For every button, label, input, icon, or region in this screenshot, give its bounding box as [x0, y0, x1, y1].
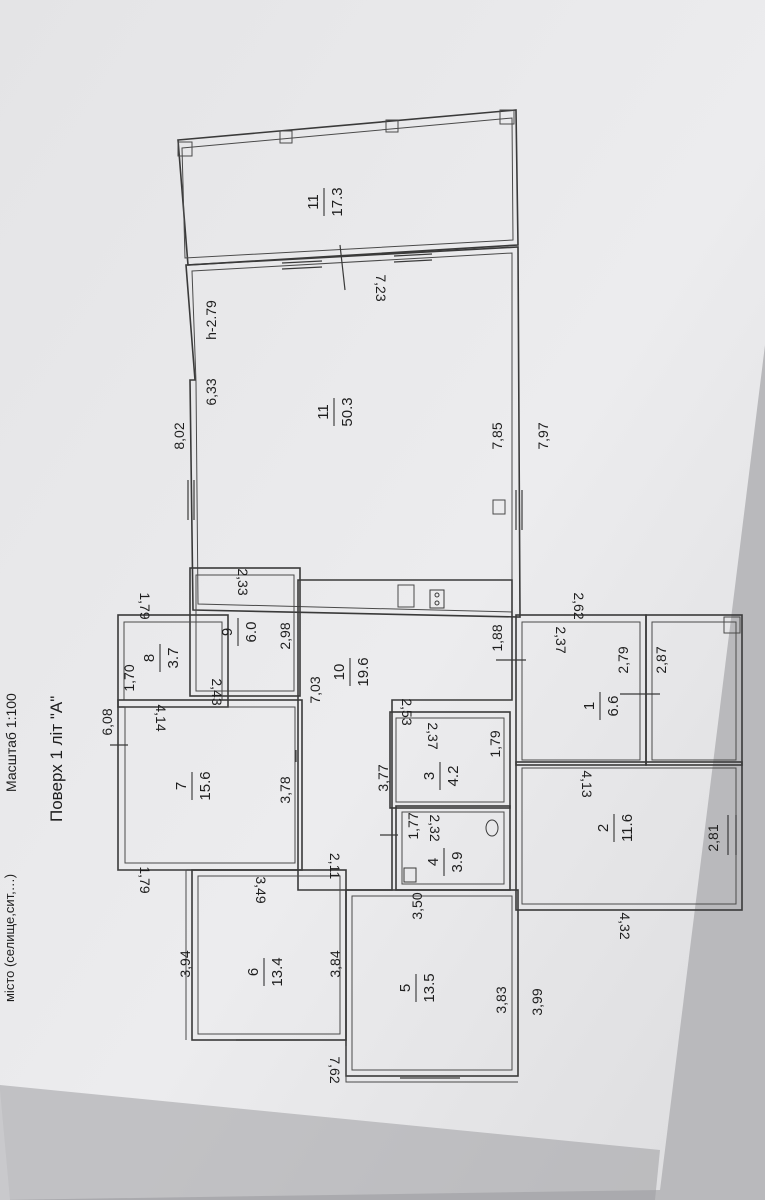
dim-1-88: 1,88 [489, 624, 505, 651]
dim-2-87: 2,87 [653, 646, 669, 673]
dimension-labels: 8,02 6,33 h-2.79 7,85 7,97 2,98 1,70 1,8… [99, 274, 721, 1083]
room-1-number: 1 [581, 702, 598, 710]
scale-label: Масштаб 1:100 [3, 693, 19, 792]
room-2-outline [515, 761, 743, 911]
dim-7-23: 7,23 [373, 274, 389, 301]
room-4-number: 4 [425, 858, 442, 866]
boiler-fixture [403, 867, 417, 883]
room-10-number: 10 [331, 664, 348, 681]
room-7-area: 15.6 [197, 771, 214, 800]
dim-1-77: 1,77 [405, 812, 421, 839]
room-5-area: 13.5 [421, 973, 438, 1002]
room-1-area: 6.6 [605, 696, 622, 717]
room-3-number: 3 [421, 772, 438, 780]
room-2-number: 2 [595, 824, 612, 832]
dim-8-02: 8,02 [171, 422, 187, 449]
dim-2-11: 2,11 [327, 853, 343, 879]
stove-fixture [429, 589, 445, 609]
room-11b-number: 11 [305, 194, 322, 210]
room-8-area: 3.7 [165, 648, 182, 669]
walls [117, 109, 743, 1083]
room-6-number: 6 [245, 968, 262, 976]
cut-off-header: місто (селище,сит,…) [2, 874, 17, 1002]
dim-4-13: 4,13 [579, 770, 595, 797]
room-3-outline [389, 711, 511, 809]
dim-2-79: 2,79 [615, 646, 631, 673]
dim-6-33: 6,33 [203, 378, 219, 405]
dim-3-84: 3,84 [327, 950, 343, 977]
dim-1-70: 1,70 [121, 664, 137, 691]
window-marks [110, 244, 737, 1079]
dim-1-79-b: 1,79 [487, 730, 503, 757]
room-9-area: 6.0 [243, 622, 260, 643]
dim-3-99: 3,99 [529, 988, 545, 1015]
room-4-area: 3.9 [449, 852, 466, 873]
room-5-number: 5 [397, 984, 414, 992]
dim-2-81: 2,81 [705, 824, 721, 851]
dim-3-50: 3,50 [409, 892, 425, 919]
room-11b-area: 17.3 [329, 187, 346, 216]
dim-7-97: 7,97 [535, 422, 551, 449]
dim-6-08: 6,08 [99, 708, 115, 735]
paper-edge [0, 1090, 10, 1200]
dim-2-37-a: 2,37 [553, 626, 569, 653]
dim-3-83: 3,83 [493, 986, 509, 1013]
dim-2-53: 2,53 [399, 698, 415, 725]
dim-4-14: 4,14 [153, 704, 169, 731]
dim-1-79-c: 1,79 [137, 866, 153, 893]
floor-title: Поверх 1 літ "А" [47, 696, 66, 822]
room-10-area: 19.6 [355, 657, 372, 686]
dim-2-43: 2,43 [209, 678, 225, 705]
dim-7-85: 7,85 [489, 422, 505, 449]
dim-2-37-b: 2,37 [425, 722, 441, 749]
dim-3-49: 3,49 [253, 876, 269, 903]
room-9-outline [189, 567, 301, 697]
dim-2-98: 2,98 [277, 622, 293, 649]
dim-h-2-79: h-2.79 [203, 300, 219, 340]
room-11a-number: 11 [315, 404, 332, 420]
dim-3-78: 3,78 [277, 776, 293, 803]
toilet-fixture [485, 819, 499, 837]
dim-7-62: 7,62 [327, 1056, 343, 1083]
room-9-number: 9 [219, 628, 236, 636]
veranda-outline [177, 109, 519, 266]
room-10-outline [297, 579, 513, 891]
dim-1-79-a: 1,79 [137, 592, 153, 619]
room-3-area: 4.2 [445, 766, 462, 787]
paper-fold-shadow [0, 1085, 660, 1200]
dim-4-32: 4,32 [617, 912, 633, 939]
room-7-number: 7 [173, 782, 190, 790]
room-labels: 11 50.3 11 17.3 9 6.0 8 3.7 10 19.6 7 15… [141, 187, 636, 1002]
dim-3-94: 3,94 [177, 950, 193, 977]
room-5-outline [345, 889, 519, 1077]
room-6-area: 13.4 [269, 957, 286, 986]
dim-7-03: 7,03 [307, 676, 323, 703]
hall-outline [185, 246, 521, 618]
dim-2-62: 2,62 [571, 592, 587, 619]
fixtures [403, 589, 499, 883]
room-2-area: 11.6 [619, 814, 636, 842]
room-8-number: 8 [141, 654, 158, 662]
dim-3-77: 3,77 [375, 764, 391, 791]
room-11a-area: 50.3 [339, 397, 356, 426]
dim-2-33: 2,33 [235, 568, 251, 595]
annex-outline [645, 614, 743, 766]
dim-2-32: 2,32 [427, 814, 443, 841]
